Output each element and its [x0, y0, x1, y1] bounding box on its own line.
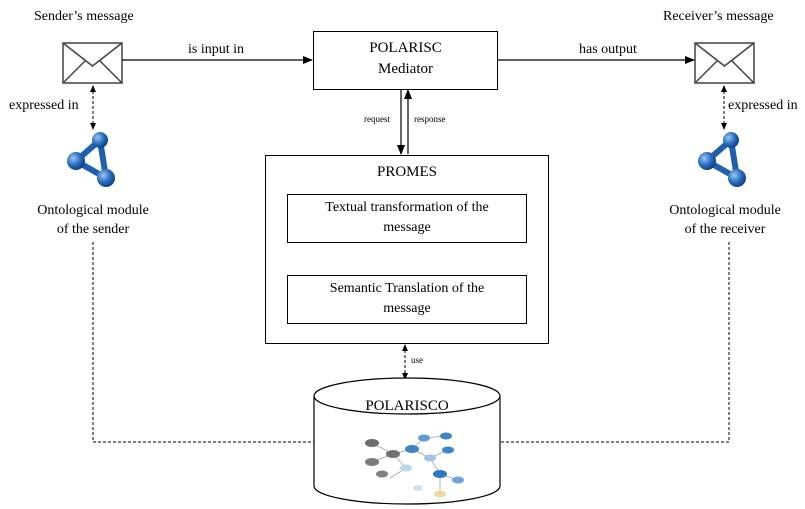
- step2-line1: Semantic Translation of the: [329, 281, 485, 296]
- receiver-ontology-line2: of the receiver: [684, 222, 766, 237]
- polarisc-mediator-box: POLARISC Mediator: [313, 31, 498, 90]
- textual-transformation-step: Textual transformation of the message: [287, 194, 527, 243]
- is-input-in-label: is input in: [188, 42, 245, 57]
- polarisco-title: POLARISCO: [365, 398, 449, 414]
- semantic-translation-step: Semantic Translation of the message: [287, 275, 527, 324]
- sender-expressed-in-label: expressed in: [9, 98, 79, 113]
- step2-line2: message: [383, 301, 431, 316]
- sender-ontology-line2: of the sender: [56, 222, 130, 237]
- sender-envelope-icon: [62, 42, 123, 84]
- polarisco-database: [313, 377, 501, 505]
- sender-to-db-link: [92, 242, 315, 443]
- promes-title: PROMES: [376, 164, 438, 180]
- mediator-line1: POLARISC: [369, 40, 442, 56]
- step1-line1: Textual transformation of the: [325, 200, 489, 215]
- response-label: response: [414, 114, 446, 124]
- sender-ontology-icon: [67, 132, 115, 187]
- receiver-envelope-icon: [694, 42, 755, 84]
- use-label: use: [411, 355, 423, 365]
- receiver-to-db-link: [500, 242, 730, 443]
- ontology-graph-illustration: [365, 432, 464, 498]
- receiver-message-label: Receiver’s message: [663, 9, 774, 24]
- mediator-line2: Mediator: [378, 61, 433, 77]
- receiver-ontology-line1: Ontological module: [669, 203, 781, 218]
- step1-line2: message: [383, 220, 431, 235]
- sender-message-label: Sender’s message: [34, 9, 134, 24]
- has-output-label: has output: [579, 42, 637, 57]
- sender-ontology-line1: Ontological module: [37, 203, 149, 218]
- request-label: request: [364, 114, 390, 124]
- receiver-ontology-icon: [698, 132, 746, 187]
- receiver-expressed-in-label: expressed in: [728, 98, 798, 113]
